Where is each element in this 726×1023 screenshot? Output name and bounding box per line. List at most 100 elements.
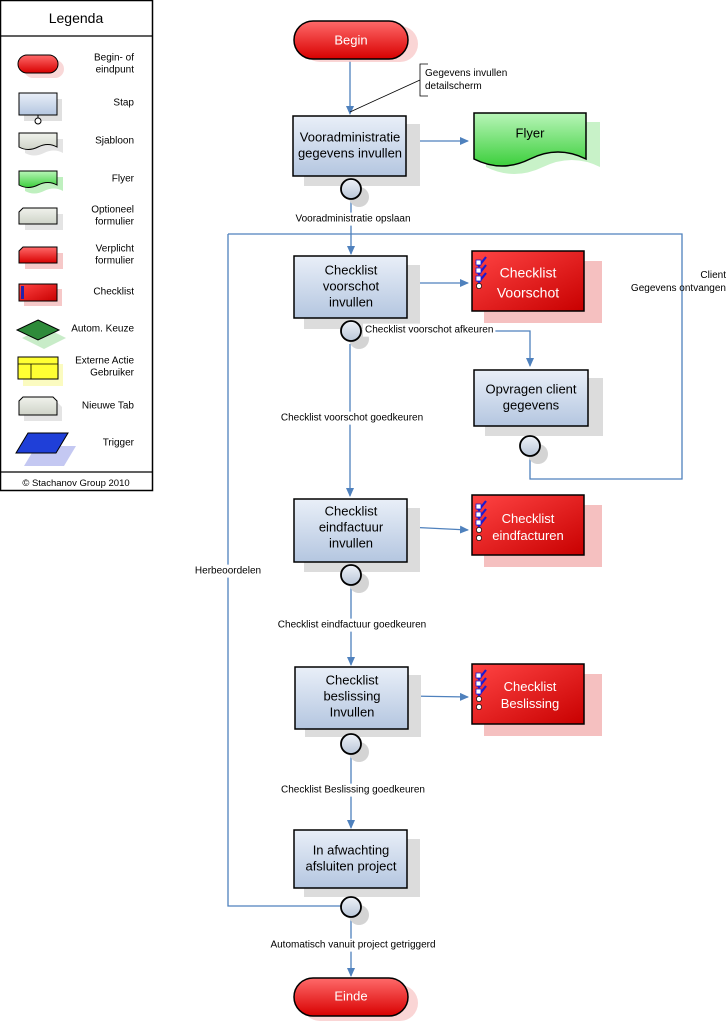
step-vooradministratie — [292, 115, 420, 186]
checklist-icon — [18, 283, 62, 306]
edge-label-beslissing-goedkeuren-background — [279, 783, 427, 797]
step-afsluiten-label-line: In afwachting — [313, 842, 390, 857]
edge-label-herbeoordelen-background — [192, 564, 264, 578]
legend-item-label-line: Verplicht — [96, 244, 135, 255]
step-vooradministratie-label-line: gegevens invullen — [298, 145, 402, 160]
legend-item-label-line: Stap — [113, 98, 134, 109]
connector-node — [519, 435, 541, 457]
step-icon — [18, 92, 62, 125]
checkbox-icon — [475, 672, 482, 679]
flyer-icon — [18, 170, 63, 194]
connector-nodes — [340, 178, 548, 925]
legend-item-label-line: formulier — [95, 217, 135, 228]
edge-label-voorschot-goedkeuren-background — [278, 411, 426, 425]
legend-title: Legenda — [49, 10, 104, 26]
checkbox-icon — [475, 680, 482, 687]
step-checklist-eindfactuur-label-line: invullen — [329, 535, 373, 550]
checklist-eindfacturen-label-line: Checklist — [502, 511, 555, 526]
checklist-voorschot-label-line: Checklist — [500, 265, 557, 281]
legend-item-label-line: Autom. Keuze — [71, 324, 134, 335]
optional-form-icon — [18, 207, 63, 230]
connector-node — [340, 733, 362, 755]
edge-label-client-gegevens-line: Client — [700, 270, 726, 281]
edge-label-opslaan-background — [293, 212, 413, 226]
bullet-icon — [476, 527, 482, 533]
edge-label-herbeoordelen: Herbeoordelen — [195, 566, 261, 577]
step-checklist-eindfactuur-label-line: Checklist — [325, 503, 378, 518]
checkbox-icon — [475, 503, 482, 510]
edge-label-eindfactuur-goedkeuren: Checklist eindfactuur goedkeuren — [278, 620, 426, 631]
edge-herbeoordelen — [227, 234, 341, 907]
edge-client-gegevens-loop — [228, 233, 683, 480]
legend-labels: Begin- ofeindpuntStapSjabloonFlyerOption… — [71, 53, 134, 449]
checklist-beslissing-shape — [471, 663, 602, 736]
legend-item-label-line: Trigger — [103, 438, 135, 449]
step-checklist-eindfactuur-label-line: eindfactuur — [319, 519, 384, 534]
step-afsluiten-label-line: afsluiten project — [305, 858, 396, 873]
checkbox-icon — [475, 267, 482, 274]
legend-item-label-line: Checklist — [93, 287, 134, 298]
flyer-shape — [473, 112, 600, 174]
checkmark-icons — [475, 256, 487, 710]
step-checklist-beslissing — [294, 666, 421, 737]
legend-item-label-line: Nieuwe Tab — [82, 401, 135, 412]
checklist-beslissing-label-line: Beslissing — [501, 696, 560, 711]
legend-copyright: © Stachanov Group 2010 — [22, 478, 129, 489]
step-checklist-voorschot — [293, 255, 420, 329]
bullet-icon — [476, 696, 482, 702]
step-vooradministratie-label-line: Vooradministratie — [300, 129, 400, 144]
required-form-icon — [18, 246, 63, 269]
step-checklist-beslissing-label-line: Invullen — [330, 704, 375, 719]
step-checklist-voorschot-label-line: invullen — [329, 294, 373, 309]
legend-item-label-line: Sjabloon — [95, 136, 134, 147]
connector-node — [340, 896, 362, 918]
checklist-voorschot-shape — [471, 250, 602, 323]
step-checklist-voorschot-label-line: voorschot — [323, 278, 380, 293]
step-afsluiten — [293, 829, 420, 897]
legend-item-label-line: formulier — [95, 256, 135, 267]
einde-terminal — [293, 977, 418, 1021]
bullet-icon — [476, 283, 482, 289]
checkbox-icon — [475, 519, 482, 526]
flyer-label: Flyer — [516, 125, 546, 140]
edge-label-automatisch-background — [268, 938, 438, 952]
einde-label: Einde — [334, 988, 367, 1003]
checklist-voorschot-label-line: Voorschot — [497, 285, 559, 301]
legend-item-label-line: Begin- of — [94, 53, 134, 64]
bullet-icon — [476, 704, 482, 710]
decision-icon — [15, 319, 66, 349]
checkbox-icon — [475, 688, 482, 695]
step-checklist-beslissing-label-line: beslissing — [323, 688, 380, 703]
note-callout — [349, 63, 428, 113]
checkbox-icon — [475, 511, 482, 518]
legend-item-label-line: eindpunt — [96, 65, 135, 76]
new-tab-icon — [18, 396, 62, 421]
step-opvragen-client-label-line: gegevens — [503, 397, 560, 412]
checkbox-icon — [475, 259, 482, 266]
connector-node — [340, 178, 362, 200]
edge-label-automatisch: Automatisch vanuit project getriggerd — [270, 940, 435, 951]
external-action-icon — [17, 356, 63, 386]
terminal-icon — [17, 54, 64, 78]
trigger-icon — [15, 432, 76, 466]
step-opvragen-client-label-line: Opvragen client — [485, 381, 576, 396]
checklist-beslissing-label-line: Checklist — [504, 679, 557, 694]
edge-label-opslaan: Vooradministratie opslaan — [295, 214, 410, 225]
edge-label-afkeuren: Checklist voorschot afkeuren — [365, 325, 493, 336]
edge-label-beslissing-goedkeuren: Checklist Beslissing goedkeuren — [281, 785, 425, 796]
step-opvragen-client — [473, 369, 603, 436]
connector-node — [340, 320, 362, 342]
begin-terminal — [293, 20, 418, 62]
legend-panel: Legenda © Stachanov Group 2010 — [0, 0, 154, 492]
edge-label-eindfactuur-goedkeuren-background — [275, 618, 429, 632]
note-text-line: Gegevens invullen — [425, 68, 507, 79]
step-checklist-beslissing-label-line: Checklist — [326, 672, 379, 687]
note-text-line: detailscherm — [425, 81, 482, 92]
bullet-icon — [476, 535, 482, 541]
connector-node — [340, 564, 362, 586]
legend-item-label-line: Flyer — [112, 174, 135, 185]
step-checklist-voorschot-label-line: Checklist — [325, 262, 378, 277]
template-icon — [18, 132, 63, 156]
